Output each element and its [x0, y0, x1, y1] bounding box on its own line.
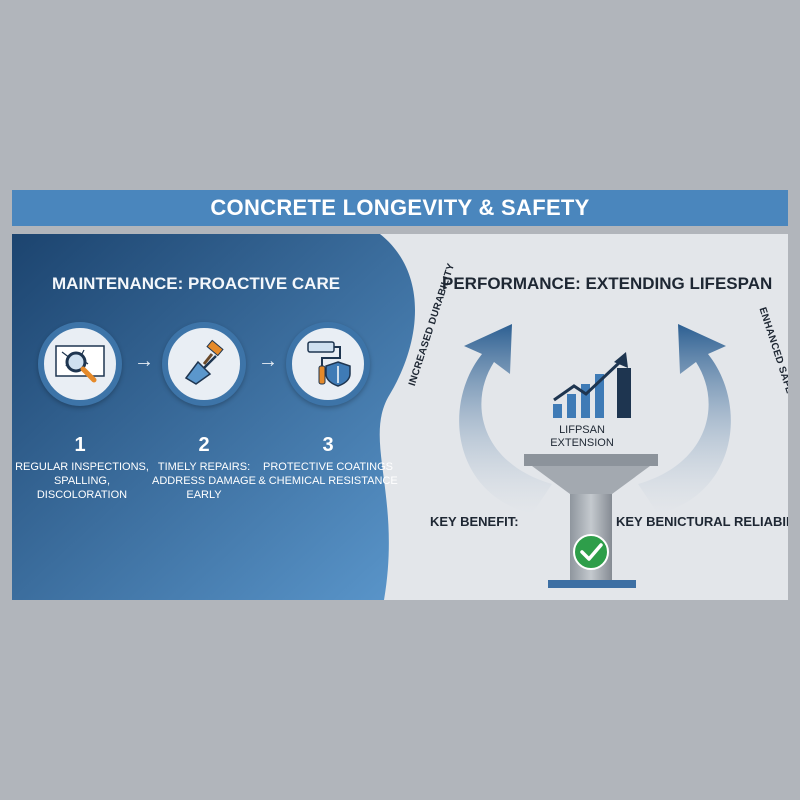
key-reliability-label: KEY BENICTURAL RELIABILITY [616, 514, 788, 529]
title-banner: CONCRETE LONGEVITY & SAFETY [12, 190, 788, 226]
step-3-label: PROTECTIVE COATINGS & CHEMICAL RESISTANC… [258, 461, 398, 487]
check-badge [573, 534, 609, 570]
durability-arrow [459, 324, 552, 514]
step-2-number: 2 [198, 434, 210, 456]
next-arrow-1: → [134, 350, 154, 372]
performance-heading: PERFORMANCE: EXTENDING LIFESPAN [442, 274, 773, 293]
pillar-base [548, 580, 636, 588]
banner-title: CONCRETE LONGEVITY & SAFETY [210, 195, 590, 220]
step-3-circle [286, 322, 370, 406]
step-1-circle [38, 322, 122, 406]
pillar-cap [524, 454, 658, 466]
step-2-label: TIMELY REPAIRS: ADDRESS DAMAGE EARLY [152, 461, 256, 501]
step-2-circle [162, 322, 246, 406]
next-arrow-2: → [258, 350, 278, 372]
infographic-panel: MAINTENANCE: PROACTIVE CARE PERFORMANCE:… [12, 234, 788, 600]
chart-caption: LIFPSAN EXTENSION [550, 424, 614, 449]
step-1-number: 1 [74, 434, 86, 456]
panel-background [12, 234, 788, 600]
trowel-hammer-icon [184, 339, 224, 385]
magnifier-crack-icon [55, 345, 105, 383]
step-1-label: REGULAR INSPECTIONS, SPALLING, DISCOLORA… [15, 461, 149, 501]
paint-roller-shield-icon [307, 341, 351, 387]
key-benefit-label: KEY BENEFIT: [430, 514, 519, 529]
lifespan-chart-icon [553, 352, 631, 418]
maintenance-heading: MAINTENANCE: PROACTIVE CARE [52, 274, 341, 293]
step-3-number: 3 [322, 434, 334, 456]
safety-arrow [638, 324, 731, 514]
